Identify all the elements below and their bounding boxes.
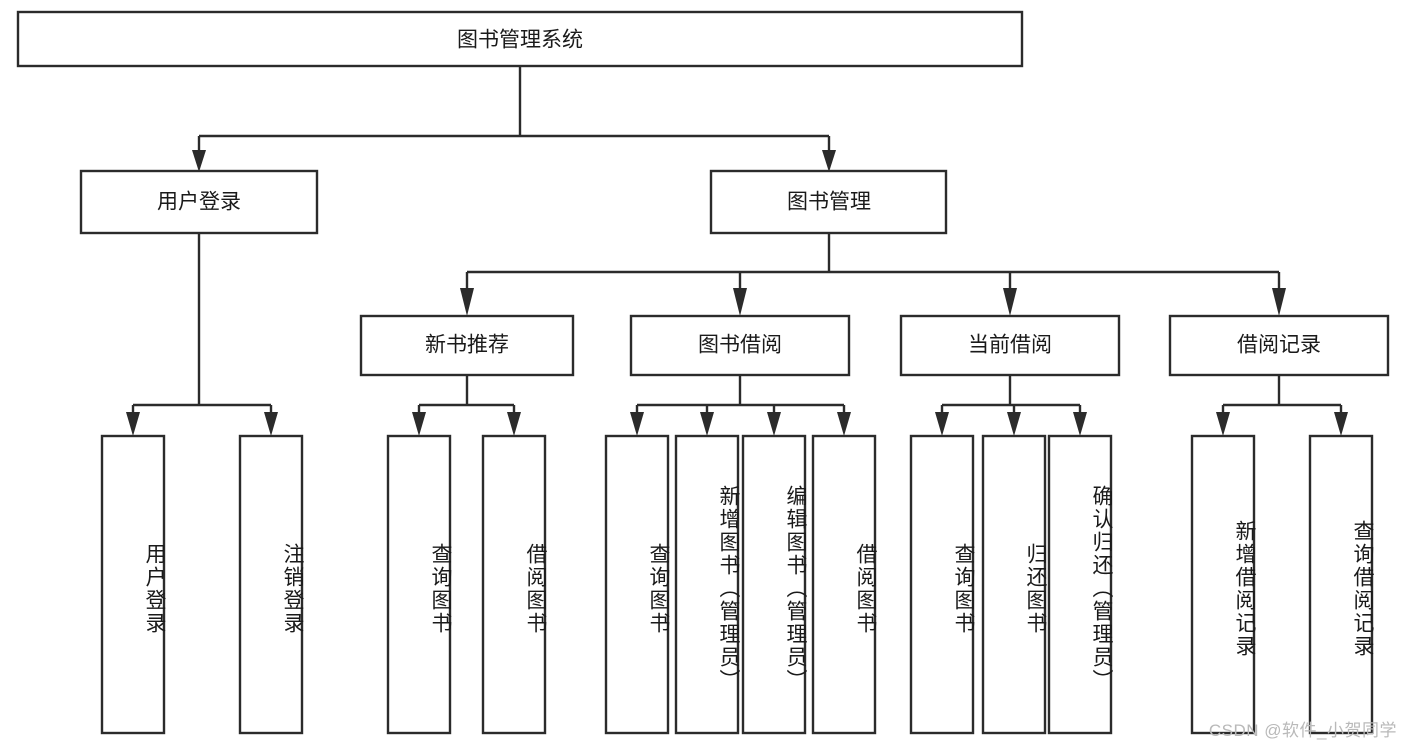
node-borrow-record[interactable]: 借阅记录 — [1168, 314, 1390, 377]
leaf-box-logout[interactable] — [238, 434, 304, 735]
leaf-box-borrow-book-newbook[interactable] — [481, 434, 547, 735]
arrow-head-icon — [192, 150, 206, 172]
arrow-head-icon — [822, 150, 836, 172]
node-book-management-label: 图书管理 — [787, 191, 871, 214]
node-user-login-label: 用户登录 — [157, 191, 241, 214]
arrow-head-icon — [935, 412, 949, 436]
arrow-head-icon — [1007, 412, 1021, 436]
leaf-box-layer — [100, 434, 1374, 735]
arrow-head-icon — [1073, 412, 1087, 436]
node-new-book-recommend[interactable]: 新书推荐 — [359, 314, 575, 377]
node-current-borrow-box[interactable] — [899, 314, 1121, 377]
arrow-head-icon — [126, 412, 140, 436]
arrow-head-icon — [1003, 288, 1017, 316]
arrow-head-icon — [460, 288, 474, 316]
node-book-borrow[interactable]: 图书借阅 — [629, 314, 851, 377]
leaf-box-query-book-current[interactable] — [909, 434, 975, 735]
node-user-login[interactable]: 用户登录 — [79, 169, 319, 235]
arrow-head-icon — [700, 412, 714, 436]
leaf-box-borrow-book[interactable] — [811, 434, 877, 735]
leaf-box-return-book[interactable] — [981, 434, 1047, 735]
leaf-box-confirm-return-admin[interactable] — [1047, 434, 1113, 735]
leaf-box-query-book-newbook[interactable] — [386, 434, 452, 735]
arrow-head-icon — [1216, 412, 1230, 436]
node-new-book-recommend-box[interactable] — [359, 314, 575, 377]
node-new-book-recommend-label: 新书推荐 — [425, 334, 509, 357]
node-book-management-box[interactable] — [709, 169, 948, 235]
node-current-borrow-label: 当前借阅 — [968, 334, 1052, 357]
arrow-head-icon — [412, 412, 426, 436]
arrow-head-icon — [733, 288, 747, 316]
leaf-box-user-login[interactable] — [100, 434, 166, 735]
arrow-head-icon — [837, 412, 851, 436]
node-book-management[interactable]: 图书管理 — [709, 169, 948, 235]
leaf-box-query-book-borrow[interactable] — [604, 434, 670, 735]
arrow-head-icon — [767, 412, 781, 436]
node-book-borrow-label: 图书借阅 — [698, 334, 782, 357]
arrow-head-icon — [1272, 288, 1286, 316]
node-root-label: 图书管理系统 — [457, 29, 583, 52]
connector-layer — [126, 66, 1348, 436]
node-current-borrow[interactable]: 当前借阅 — [899, 314, 1121, 377]
leaf-box-edit-book-admin[interactable] — [741, 434, 807, 735]
arrow-head-icon — [630, 412, 644, 436]
node-root[interactable]: 图书管理系统 — [16, 10, 1024, 68]
leaf-box-query-borrow-record[interactable] — [1308, 434, 1374, 735]
leaf-box-add-borrow-record[interactable] — [1190, 434, 1256, 735]
arrow-head-icon — [507, 412, 521, 436]
node-root-box[interactable] — [16, 10, 1024, 68]
csdn-watermark: CSDN @软件_小贺同学 — [1208, 721, 1397, 740]
arrow-head-icon — [1334, 412, 1348, 436]
node-book-borrow-box[interactable] — [629, 314, 851, 377]
node-borrow-record-label: 借阅记录 — [1237, 334, 1321, 357]
node-user-login-box[interactable] — [79, 169, 319, 235]
arrow-head-icon — [264, 412, 278, 436]
leaf-box-add-book-admin[interactable] — [674, 434, 740, 735]
node-borrow-record-box[interactable] — [1168, 314, 1390, 377]
